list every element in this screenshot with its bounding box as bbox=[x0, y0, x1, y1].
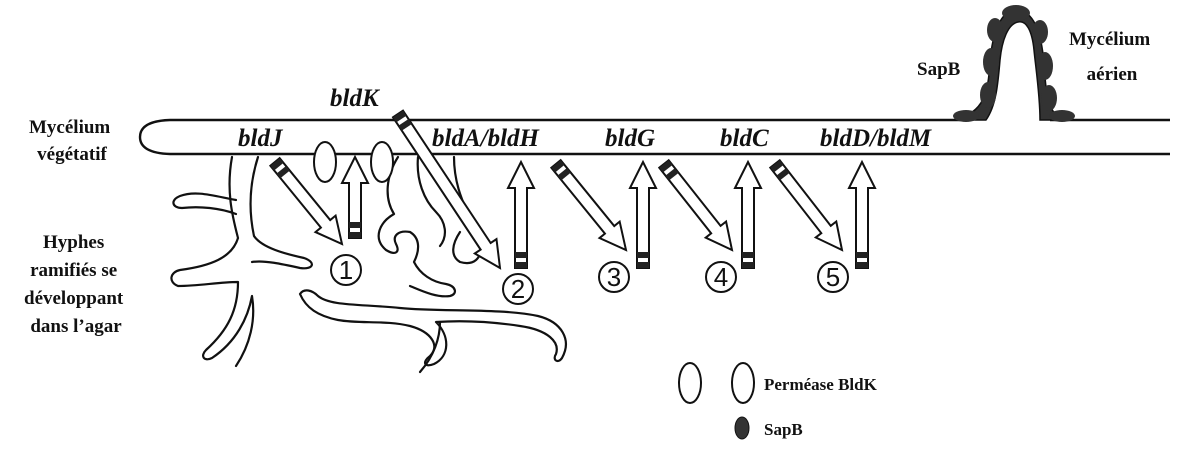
permease-bldk bbox=[370, 141, 394, 183]
sapb-blob bbox=[1041, 85, 1057, 111]
gene-label-bldG: bldG bbox=[605, 125, 655, 152]
vegetative-mycelium bbox=[138, 118, 1170, 156]
arrow-bldC-to-5-tail bbox=[770, 160, 790, 181]
arrow-2-to-membrane-tail bbox=[515, 252, 527, 268]
gene-label-bldA-bldH: bldA/bldH bbox=[432, 125, 541, 152]
sapb-blob bbox=[987, 18, 1003, 42]
sapb-blob bbox=[983, 48, 999, 76]
hypha-branch-bottom bbox=[298, 289, 567, 367]
step-number-2: 2 bbox=[511, 274, 525, 304]
sapb-blob bbox=[1049, 110, 1075, 122]
step-circle-2 bbox=[502, 273, 534, 305]
legend: Perméase BldK SapB bbox=[678, 362, 878, 440]
agar-hyphae bbox=[170, 155, 567, 374]
signal-arrows bbox=[268, 109, 877, 270]
legend-sapb-icon bbox=[734, 416, 750, 440]
label-sapb-aerial: SapB bbox=[917, 59, 961, 80]
label-mycelium-aerial: Mycélium aérien bbox=[1069, 29, 1155, 85]
step-number-3: 3 bbox=[607, 262, 621, 292]
hypha-branch-upper-left bbox=[172, 192, 238, 216]
arrow-3-to-membrane-tail bbox=[637, 252, 649, 268]
gene-label-bldK: bldK bbox=[330, 85, 381, 112]
arrow-bldA-to-3 bbox=[549, 158, 628, 252]
permease-bldk bbox=[313, 141, 337, 183]
gene-label-bldJ: bldJ bbox=[238, 125, 284, 152]
legend-permease-label: Perméase BldK bbox=[764, 375, 878, 394]
arrow-bldK-to-2 bbox=[391, 109, 502, 270]
hypha-branch-left bbox=[170, 155, 313, 368]
arrow-bldC-to-5 bbox=[768, 158, 844, 252]
sapb-blob bbox=[980, 82, 996, 108]
label-hyphae: Hyphes ramifiés se développant dans l’ag… bbox=[24, 232, 128, 337]
arrow-bldK-to-2-tail bbox=[392, 110, 412, 131]
step-number-5: 5 bbox=[826, 262, 840, 292]
step-number-4: 4 bbox=[714, 262, 728, 292]
arrow-1-to-membrane-tail bbox=[349, 222, 361, 238]
step-markers: 1 2 3 4 5 bbox=[330, 254, 849, 305]
arrow-1-to-membrane bbox=[340, 154, 370, 239]
sapb-blob bbox=[1002, 5, 1030, 21]
arrow-bldG-to-4-tail bbox=[659, 160, 679, 181]
step-number-1: 1 bbox=[339, 255, 353, 285]
legend-permease-icon bbox=[678, 362, 702, 404]
sapb-blob bbox=[1032, 20, 1048, 44]
sapb-blob bbox=[1037, 52, 1053, 80]
aerial-mycelium bbox=[953, 5, 1075, 122]
sapb-blob bbox=[953, 110, 979, 122]
arrow-bldA-to-3-tail bbox=[551, 160, 571, 181]
gene-label-bldC: bldC bbox=[720, 125, 769, 152]
legend-sapb-label: SapB bbox=[764, 420, 803, 439]
arrow-bldJ-to-1-tail bbox=[270, 158, 290, 179]
arrow-5-to-membrane-tail bbox=[856, 252, 868, 268]
hypha-branch-bottom-drop bbox=[418, 320, 442, 374]
gene-label-bldD-bldM: bldD/bldM bbox=[820, 125, 932, 152]
step-circle-5 bbox=[817, 261, 849, 293]
step-circle-1 bbox=[330, 254, 362, 286]
hypha-branch-center bbox=[377, 155, 470, 298]
arrow-4-to-membrane-tail bbox=[742, 252, 754, 268]
step-circle-3 bbox=[598, 261, 630, 293]
legend-permease-icon bbox=[731, 362, 755, 404]
step-circle-4 bbox=[705, 261, 737, 293]
label-mycelium-vegetative: Mycélium végétatif bbox=[29, 117, 115, 165]
